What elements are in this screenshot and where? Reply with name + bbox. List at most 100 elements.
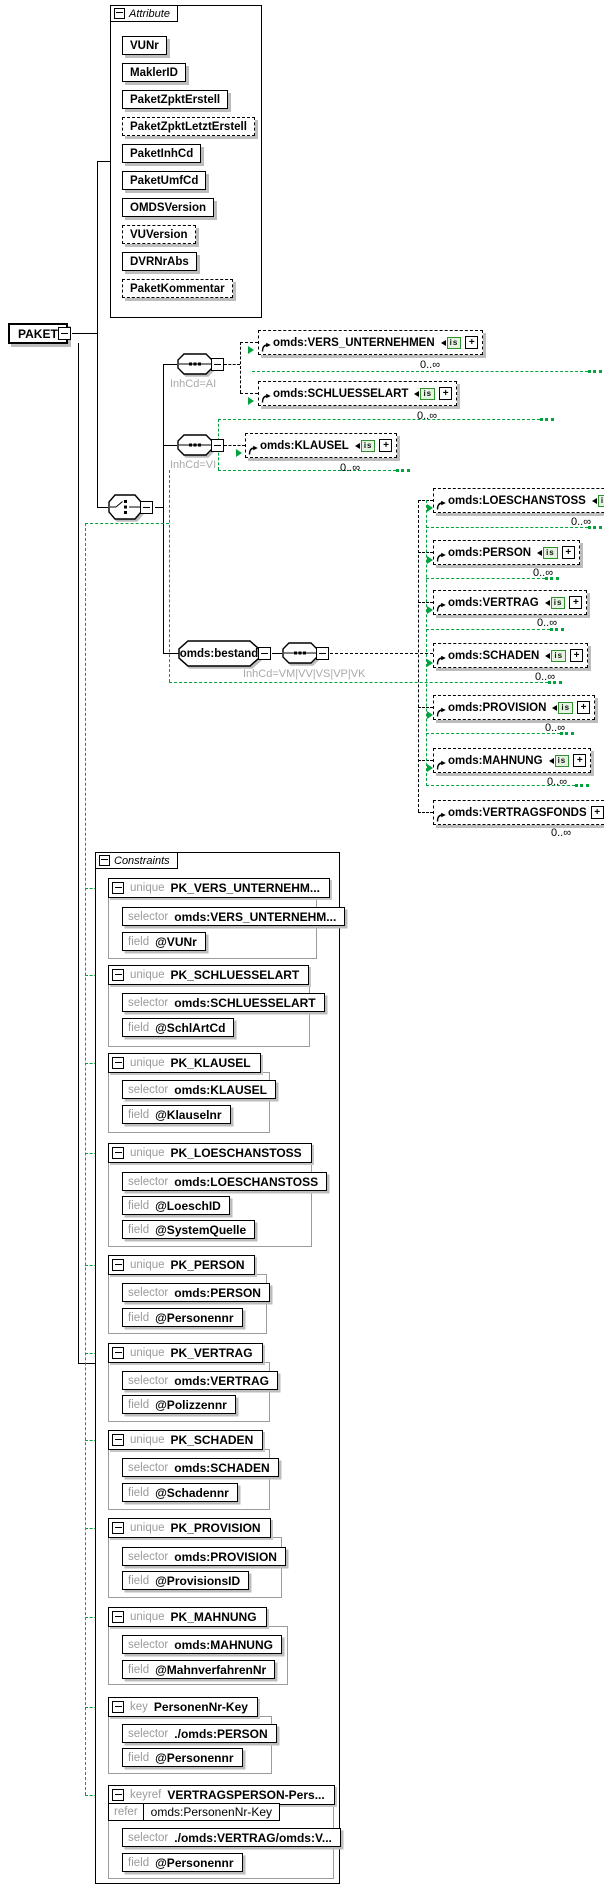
collapse-icon[interactable] <box>211 358 224 371</box>
expand-icon[interactable]: + <box>561 546 575 559</box>
expand-icon[interactable]: + <box>439 387 453 400</box>
collapse-icon[interactable] <box>112 969 124 981</box>
collapse-icon[interactable] <box>112 1611 124 1623</box>
identity-constraint-icon: is <box>440 336 462 349</box>
expand-icon[interactable]: + <box>569 596 583 609</box>
collapse-icon[interactable] <box>112 1522 124 1534</box>
constraint-field[interactable]: field@Personennr <box>122 1748 243 1767</box>
collapse-icon[interactable] <box>99 855 110 866</box>
constraint-field[interactable]: field@SystemQuelle <box>122 1220 256 1239</box>
element-omds-loeschanstoss[interactable]: omds:LOESCHANSTOSS is + <box>433 488 604 513</box>
attribute-paketkommentar[interactable]: PaketKommentar <box>122 279 233 298</box>
attribute-paketinhcd[interactable]: PaketInhCd <box>122 144 202 163</box>
expand-icon[interactable]: + <box>379 439 393 452</box>
collapse-icon[interactable] <box>112 1701 124 1713</box>
collapse-icon[interactable] <box>316 647 329 660</box>
sequence-icon[interactable] <box>177 353 213 375</box>
attribute-maklerid[interactable]: MaklerID <box>122 63 186 82</box>
identity-constraint-icon: is <box>414 387 436 400</box>
sequence-icon[interactable] <box>177 434 213 456</box>
constraint-field[interactable]: field@ProvisionsID <box>122 1571 250 1590</box>
constraint-field[interactable]: field@Schadennr <box>122 1483 238 1502</box>
collapse-icon[interactable] <box>258 647 271 660</box>
expand-icon[interactable]: + <box>590 806 604 819</box>
constraint-selector[interactable]: selector./omds:VERTRAG/omds:V... <box>122 1828 341 1847</box>
constraint-field[interactable]: field@Klauselnr <box>122 1105 231 1124</box>
attribute-section-tab[interactable]: Attribute <box>110 5 178 22</box>
element-omds-provision[interactable]: omds:PROVISION is + <box>433 695 596 720</box>
constraint-selector[interactable]: selector./omds:PERSON <box>122 1724 277 1743</box>
condition-label: InhCd=VM|VV|VS|VP|VK <box>243 668 366 680</box>
collapse-icon[interactable] <box>112 1057 124 1069</box>
constraints-section-tab[interactable]: Constraints <box>95 852 178 869</box>
expand-icon[interactable]: + <box>465 336 479 349</box>
element-omds-mahnung[interactable]: omds:MAHNUNG is + <box>433 748 592 773</box>
element-omds-vertrag[interactable]: omds:VERTRAG is + <box>433 590 588 615</box>
collapse-icon[interactable] <box>112 1434 124 1446</box>
element-omds-klausel[interactable]: omds:KLAUSEL is + <box>245 433 398 458</box>
connector-line <box>97 161 98 507</box>
collapse-icon[interactable] <box>140 501 153 514</box>
element-label: omds:LOESCHANSTOSS <box>448 494 586 507</box>
choice-icon[interactable] <box>108 494 142 520</box>
group-omds-bestand[interactable]: omds:bestand <box>178 640 260 667</box>
element-omds-vertragsfonds[interactable]: omds:VERTRAGSFONDS + <box>433 800 604 825</box>
attribute-paketzpktletzterstell[interactable]: PaketZpktLetztErstell <box>122 117 255 136</box>
sequence-icon[interactable] <box>282 642 318 664</box>
attribute-paketzpkterstell[interactable]: PaketZpktErstell <box>122 90 229 109</box>
attribute-omdsversion[interactable]: OMDSVersion <box>122 198 215 217</box>
element-paket[interactable]: PAKET <box>8 323 68 344</box>
attribute-paketumfcd[interactable]: PaketUmfCd <box>122 171 207 190</box>
expand-icon[interactable]: + <box>573 754 587 767</box>
attribute-vuversion[interactable]: VUVersion <box>122 225 196 244</box>
collapse-icon[interactable] <box>114 8 125 19</box>
element-ref-icon <box>436 812 446 822</box>
constraint-field[interactable]: field@SchlArtCd <box>122 1018 235 1037</box>
group-label: omds:bestand <box>179 647 259 660</box>
constraint-field[interactable]: field@Personennr <box>122 1853 243 1872</box>
collapse-icon[interactable] <box>112 1789 124 1801</box>
constraint-field[interactable]: field@Personennr <box>122 1308 243 1327</box>
constraint-field[interactable]: field@Polizzennr <box>122 1395 236 1414</box>
constraint-field[interactable]: field@MahnverfahrenNr <box>122 1660 276 1679</box>
element-omds-schluesselart[interactable]: omds:SCHLUESSELART is + <box>258 381 458 406</box>
collapse-icon[interactable] <box>112 1259 124 1271</box>
collapse-icon[interactable] <box>112 882 124 894</box>
expand-icon[interactable]: + <box>570 649 584 662</box>
element-omds-person[interactable]: omds:PERSON is + <box>433 540 580 565</box>
constraint-field[interactable]: field@VUNr <box>122 932 206 951</box>
collapse-icon[interactable] <box>112 1147 124 1159</box>
expand-icon[interactable]: + <box>577 701 591 714</box>
collapse-icon[interactable] <box>58 327 71 340</box>
constraint-field[interactable]: field@LoeschID <box>122 1196 230 1215</box>
element-ref-icon <box>436 602 446 612</box>
attribute-dvrnrabs[interactable]: DVRNrAbs <box>122 252 197 271</box>
element-omds-vers-unternehmen[interactable]: omds:VERS_UNTERNEHMEN is + <box>258 330 484 355</box>
collapse-icon[interactable] <box>112 1347 124 1359</box>
element-omds-schaden[interactable]: omds:SCHADEN is + <box>433 643 589 668</box>
collapse-icon[interactable] <box>211 439 224 452</box>
optional-connector <box>418 552 433 553</box>
attribute-vunr[interactable]: VUNr <box>122 36 167 55</box>
